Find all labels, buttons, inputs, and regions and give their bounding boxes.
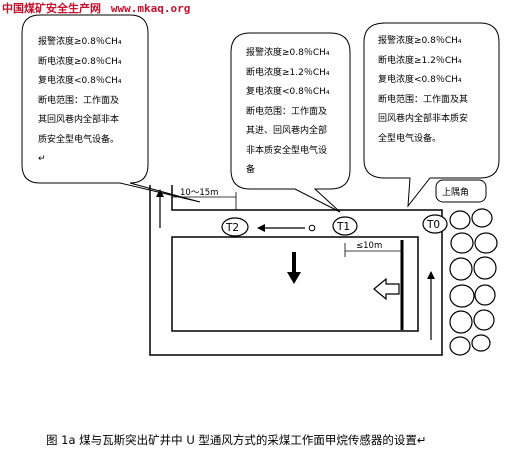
figure-caption: 图 1a 煤与瓦斯突出矿井中 U 型通风方式的采煤工作面甲烷传感器的设置↵	[46, 433, 427, 447]
site-name: 中国煤矿安全生产网	[2, 2, 101, 15]
site-url[interactable]: www.mkaq.org	[110, 2, 191, 15]
callout-line: 回风巷内全部非本质安	[378, 114, 469, 124]
callout-line: 其回风巷内全部非本	[38, 115, 120, 125]
callout-line: ↵	[38, 154, 46, 164]
callout-line: 断电浓度≥1.2％CH₄	[246, 67, 330, 78]
callout-line: 断电浓度≥0.8％CH₄	[38, 56, 122, 67]
dimension-upper	[171, 192, 237, 210]
callout-line: 备	[246, 165, 256, 175]
goaf-rocks	[449, 208, 498, 356]
callout-line: 非本质安全型电气设	[246, 145, 328, 156]
sensor-t2: T2	[221, 217, 249, 237]
airflow-arrow-down	[287, 252, 301, 284]
callout-line: 质安全型电气设备。	[38, 134, 120, 145]
callout-bubble-right	[363, 22, 500, 208]
upper-corner-box	[435, 179, 487, 203]
sensor-t0: T0	[422, 214, 448, 234]
sensor-t2-label: T2	[225, 222, 239, 234]
callout-text-right: 报警浓度≥0.8％CH₄ 断电浓度≥1.2％CH₄ 复电浓度<0.8％CH₄ 断…	[378, 32, 468, 149]
callout-line: 复电浓度<0.8％CH₄	[246, 87, 330, 97]
airflow-start-dot	[308, 224, 316, 232]
callout-line: 报警浓度≥0.8％CH₄	[38, 37, 122, 47]
callout-line: 复电浓度<0.8％CH₄	[38, 76, 122, 86]
callout-line: 全型电气设备。	[378, 133, 442, 144]
callout-line: 断电范围：工作面及	[38, 95, 120, 106]
callout-bubble-middle	[230, 32, 351, 213]
callout-line: 复电浓度<0.8％CH₄	[378, 75, 462, 85]
callout-text-left: 报警浓度≥0.8％CH₄ 断电浓度≥0.8％CH₄ 复电浓度<0.8％CH₄ 断…	[38, 33, 122, 170]
callout-bubble-left	[21, 14, 201, 203]
sensor-t1: T1	[332, 216, 358, 236]
dimension-upper-label: 10～15m	[180, 188, 218, 198]
callout-line: 断电范围：工作面及其	[378, 94, 469, 105]
dimension-lower	[344, 243, 402, 257]
dimension-lower-label: ≤10m	[356, 241, 382, 251]
callout-line: 其进、回风巷内全部	[246, 126, 328, 136]
hollow-arrow-left	[373, 277, 400, 301]
callout-line: 断电范围：工作面及	[246, 106, 328, 117]
sensor-t0-label: T0	[426, 219, 440, 231]
callout-line: 报警浓度≥0.8％CH₄	[246, 48, 330, 58]
callout-line: 断电浓度≥1.2％CH₄	[378, 55, 462, 66]
callout-line: 报警浓度≥0.8％CH₄	[378, 36, 462, 46]
roadway-outline	[149, 185, 443, 356]
site-header: 中国煤矿安全生产网 www.mkaq.org	[2, 0, 191, 15]
sensor-t1-label: T1	[336, 221, 350, 233]
upper-corner-label: 上隅角	[442, 186, 469, 198]
callout-text-middle: 报警浓度≥0.8％CH₄ 断电浓度≥1.2％CH₄ 复电浓度<0.8％CH₄ 断…	[246, 44, 330, 181]
